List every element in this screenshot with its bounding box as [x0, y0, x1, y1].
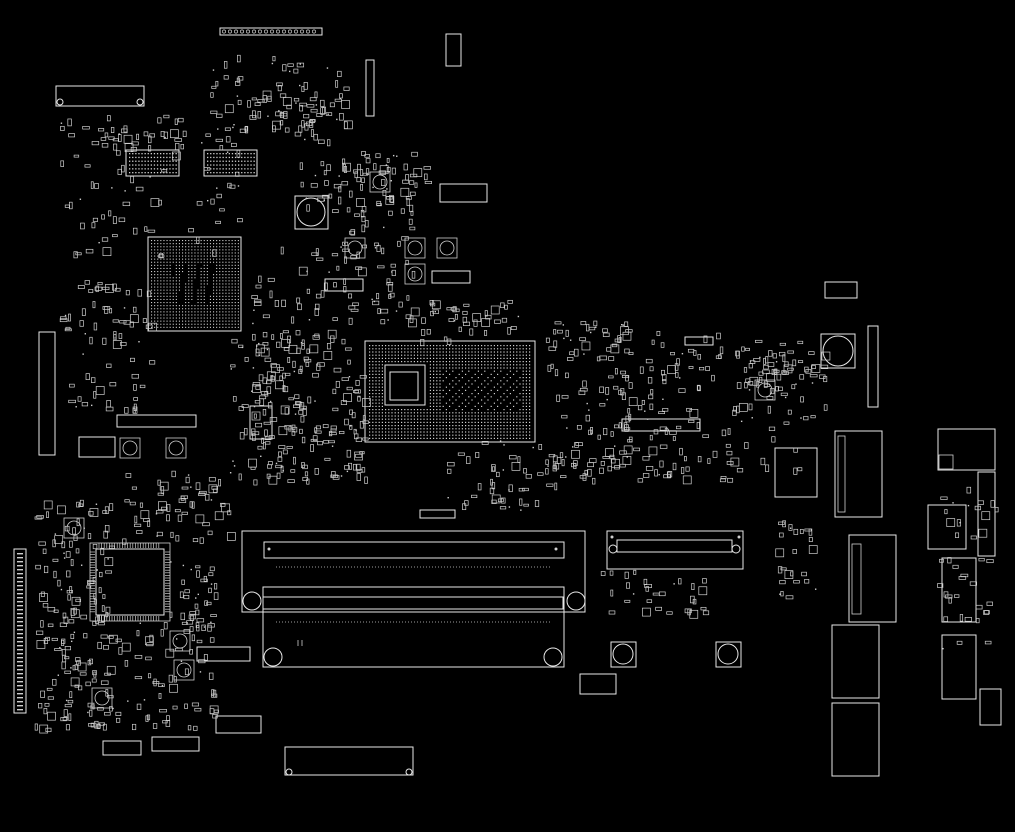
usb-port-3 [831, 624, 880, 699]
memory-slot-lower [262, 586, 565, 668]
inductor-bottom-2 [715, 641, 742, 668]
top-left-connector [55, 85, 145, 107]
left-edge-connector-long [13, 548, 27, 714]
right-edge-header [867, 325, 879, 408]
misc-small-components [78, 183, 858, 695]
passive-components [34, 54, 999, 734]
square-ic-right [774, 447, 818, 498]
chipset-bga-package [147, 236, 242, 332]
usb-port-4 [831, 702, 880, 777]
memory-chip-2 [203, 149, 258, 177]
top-vertical-header [365, 59, 375, 117]
chipset-ball-grid [151, 240, 239, 328]
memory-chip-1 [125, 149, 180, 177]
edge-connector-right [606, 530, 744, 570]
bottom-left-connectors [102, 715, 262, 756]
cpu-ball-grid [369, 345, 531, 439]
inductor-top [294, 195, 329, 230]
memory-slot-upper [241, 530, 586, 613]
inductor-right [820, 333, 856, 369]
connector-right-column [927, 471, 1002, 726]
top-pin-header [219, 27, 323, 36]
audio-jack-top [937, 428, 996, 471]
cpu-bga-package [364, 340, 536, 443]
usb-port-2 [848, 534, 897, 623]
top-small-connector [445, 33, 462, 67]
inductor-bottom-1 [610, 641, 637, 668]
left-edge-connector-short [38, 331, 56, 456]
bottom-fpc-connector [284, 746, 414, 776]
usb-port-1 [834, 430, 883, 518]
